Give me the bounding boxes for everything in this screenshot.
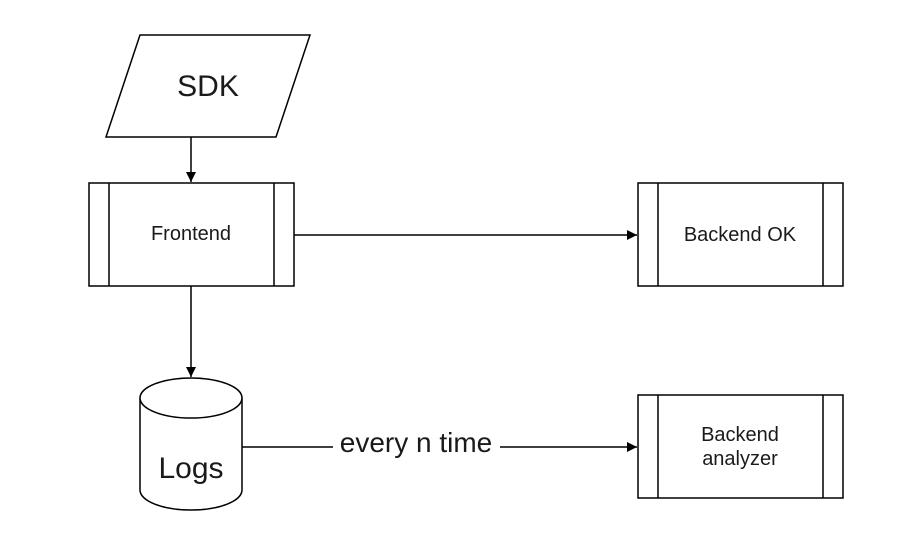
- backend-analyzer-label-line2: analyzer: [702, 448, 778, 470]
- edge-logs-to-backend-analyzer: every n time: [242, 427, 637, 458]
- backend-ok-label: Backend OK: [684, 224, 797, 246]
- sdk-label: SDK: [177, 70, 239, 103]
- logs-label: Logs: [158, 452, 223, 485]
- frontend-label: Frontend: [151, 223, 231, 245]
- backend-analyzer-label-line1: Backend: [701, 424, 779, 446]
- logs-node: Logs: [139, 377, 243, 511]
- sdk-node: SDK: [104, 34, 312, 138]
- backend-analyzer-node: Backend analyzer: [637, 394, 844, 499]
- frontend-node: Frontend: [88, 182, 295, 287]
- edge-label-every-n-time: every n time: [340, 427, 493, 458]
- backend-ok-node: Backend OK: [637, 182, 844, 287]
